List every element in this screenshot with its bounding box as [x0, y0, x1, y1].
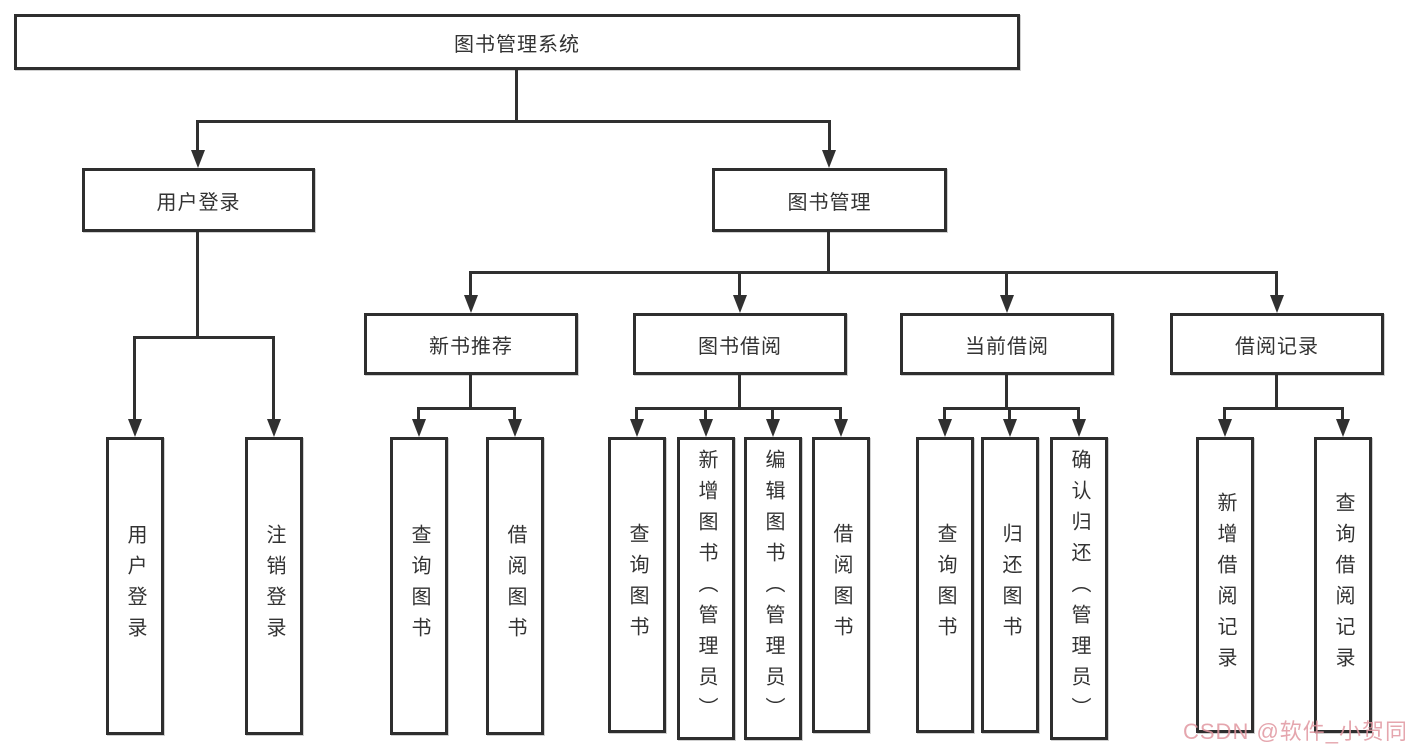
- connector-line: [839, 407, 842, 421]
- connector-line: [272, 336, 275, 420]
- connector-line: [469, 271, 1277, 274]
- connector-line: [771, 407, 774, 421]
- connector-line: [417, 407, 515, 410]
- arrowhead-down-icon: [766, 419, 780, 437]
- node-new-book-recommend: 新书推荐: [364, 313, 578, 375]
- arrowhead-down-icon: [508, 419, 522, 437]
- leaf-query-borrow-record: 查询借阅记录: [1314, 437, 1372, 733]
- node-label: 查询图书: [626, 523, 648, 647]
- node-label: 查询图书: [934, 523, 956, 647]
- node-label: 注销登录: [263, 524, 285, 648]
- arrowhead-down-icon: [412, 419, 426, 437]
- arrowhead-down-icon: [1218, 419, 1232, 437]
- node-label: 图书借阅: [698, 335, 782, 358]
- node-current-borrowing: 当前借阅: [900, 313, 1114, 375]
- connector-line: [513, 407, 516, 421]
- leaf-query-books-1: 查询图书: [390, 437, 448, 735]
- leaf-user-login: 用户登录: [106, 437, 164, 735]
- connector-line: [196, 120, 199, 151]
- node-label: 确认归还（管理员）: [1068, 449, 1090, 728]
- connector-line: [828, 120, 831, 151]
- leaf-add-books-admin: 新增图书（管理员）: [677, 437, 735, 740]
- connector-line: [469, 375, 472, 407]
- connector-line: [827, 232, 830, 271]
- arrowhead-down-icon: [267, 419, 281, 437]
- node-label: 用户登录: [156, 191, 241, 214]
- leaf-confirm-return-admin: 确认归还（管理员）: [1050, 437, 1108, 740]
- connector-line: [133, 336, 274, 339]
- connector-line: [515, 70, 518, 120]
- leaf-query-books-2: 查询图书: [608, 437, 666, 733]
- connector-line: [635, 407, 841, 410]
- node-label: 图书管理: [787, 191, 872, 214]
- arrowhead-down-icon: [1270, 295, 1284, 313]
- node-label: 图书管理系统: [454, 33, 580, 56]
- node-book-management: 图书管理: [712, 168, 947, 232]
- node-user-login: 用户登录: [82, 168, 315, 232]
- arrowhead-down-icon: [1072, 419, 1086, 437]
- node-label: 归还图书: [999, 523, 1021, 647]
- arrowhead-down-icon: [733, 295, 747, 313]
- node-label: 新增图书（管理员）: [695, 449, 717, 728]
- node-label: 查询借阅记录: [1332, 492, 1354, 678]
- connector-line: [1223, 407, 1226, 421]
- node-label: 新书推荐: [429, 335, 513, 358]
- node-label: 当前借阅: [965, 335, 1049, 358]
- connector-line: [1005, 271, 1008, 296]
- connector-line: [1223, 407, 1343, 410]
- arrowhead-down-icon: [630, 419, 644, 437]
- connector-line: [704, 407, 707, 421]
- connector-line: [738, 271, 741, 296]
- arrowhead-down-icon: [464, 295, 478, 313]
- arrowhead-down-icon: [834, 419, 848, 437]
- connector-line: [1005, 375, 1008, 407]
- connector-line: [1275, 271, 1278, 296]
- node-label: 查询图书: [408, 524, 430, 648]
- node-label: 新增借阅记录: [1214, 492, 1236, 678]
- arrowhead-down-icon: [699, 419, 713, 437]
- connector-line: [133, 336, 136, 420]
- leaf-borrow-books-2: 借阅图书: [812, 437, 870, 733]
- node-label: 编辑图书（管理员）: [762, 449, 784, 728]
- arrowhead-down-icon: [938, 419, 952, 437]
- leaf-borrow-books-1: 借阅图书: [486, 437, 544, 735]
- leaf-edit-books-admin: 编辑图书（管理员）: [744, 437, 802, 740]
- node-label: 借阅图书: [504, 524, 526, 648]
- connector-line: [943, 407, 946, 421]
- connector-line: [1077, 407, 1080, 421]
- connector-line: [196, 232, 199, 336]
- node-label: 用户登录: [124, 524, 146, 648]
- node-library-system: 图书管理系统: [14, 14, 1020, 70]
- node-book-borrowing: 图书借阅: [633, 313, 847, 375]
- arrowhead-down-icon: [822, 150, 836, 168]
- leaf-return-books: 归还图书: [981, 437, 1039, 733]
- csdn-watermark: CSDN @软件_小贺同学: [1183, 719, 1405, 744]
- connector-line: [1341, 407, 1344, 421]
- leaf-logout: 注销登录: [245, 437, 303, 735]
- arrowhead-down-icon: [1336, 419, 1350, 437]
- leaf-query-books-3: 查询图书: [916, 437, 974, 733]
- arrowhead-down-icon: [128, 419, 142, 437]
- connector-line: [943, 407, 1080, 410]
- connector-line: [417, 407, 420, 421]
- leaf-add-borrow-record: 新增借阅记录: [1196, 437, 1254, 733]
- connector-line: [469, 271, 472, 296]
- arrowhead-down-icon: [1003, 419, 1017, 437]
- connector-line: [197, 120, 831, 123]
- node-label: 借阅图书: [830, 523, 852, 647]
- connector-line: [635, 407, 638, 421]
- node-label: 借阅记录: [1235, 335, 1319, 358]
- node-borrowing-records: 借阅记录: [1170, 313, 1384, 375]
- connector-line: [1275, 375, 1278, 407]
- connector-line: [1008, 407, 1011, 421]
- connector-line: [738, 375, 741, 407]
- arrowhead-down-icon: [1000, 295, 1014, 313]
- arrowhead-down-icon: [191, 150, 205, 168]
